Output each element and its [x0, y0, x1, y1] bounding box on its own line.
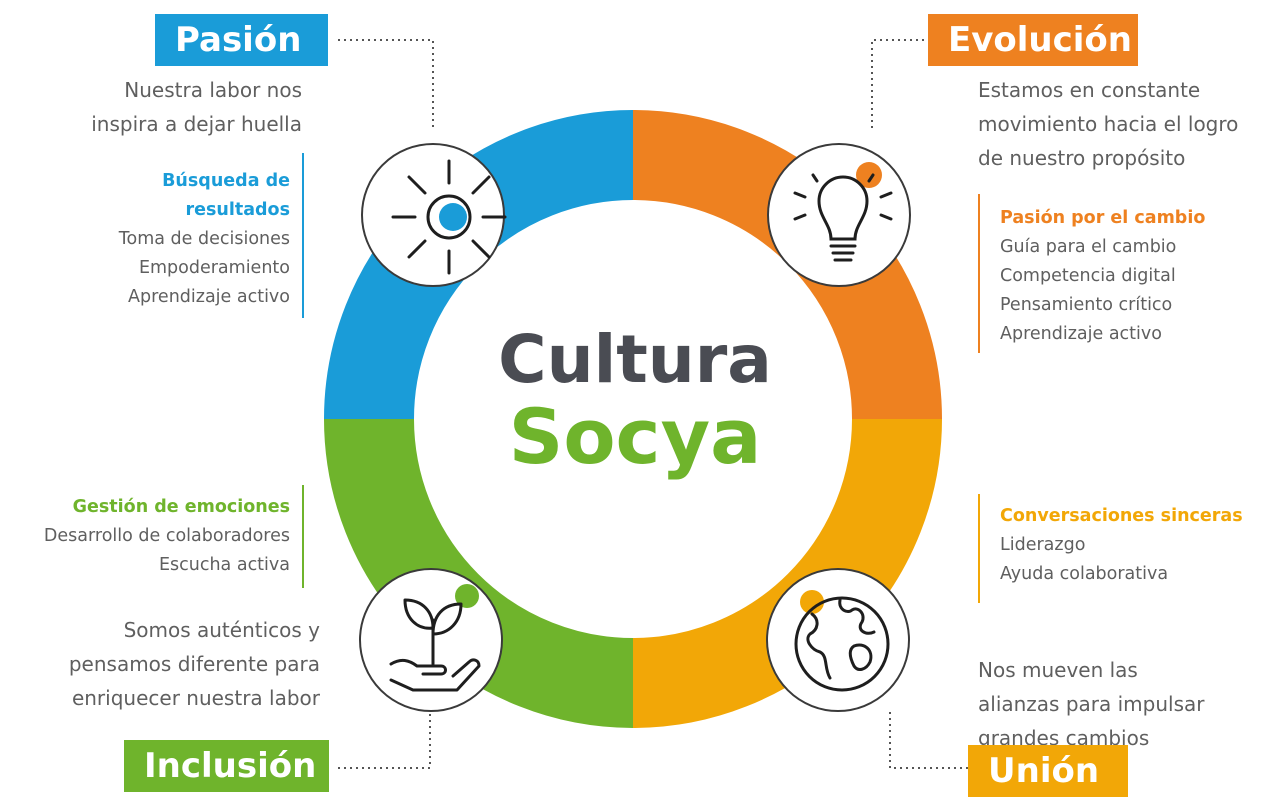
- inclusion-description-line: enriquecer nuestra labor: [71, 686, 320, 710]
- inclusion-group-head: Gestión de emociones: [72, 497, 290, 517]
- pasion-group-item: Empoderamiento: [138, 258, 290, 278]
- evolucion-group-head: Pasión por el cambio: [1000, 208, 1206, 228]
- evolucion-title-tag: Evolución: [928, 14, 1138, 66]
- connector-inclusion: [338, 712, 431, 769]
- inclusion-group-item: Desarrollo de colaboradores: [43, 526, 290, 546]
- union-description-line: alianzas para impulsar: [978, 692, 1205, 716]
- evolucion-group-item: Pensamiento crítico: [1000, 295, 1173, 315]
- center-title-socya: Socya: [508, 392, 762, 481]
- evolucion-description: Estamos en constante movimiento hacia el…: [978, 73, 1278, 175]
- union-title-tag: Unión: [968, 745, 1128, 797]
- union-group-item: Liderazgo: [1000, 535, 1086, 555]
- union-icon-circle: [766, 568, 910, 712]
- inclusion-icon-circle: [359, 568, 503, 712]
- center-title-cultura: Cultura: [498, 321, 772, 398]
- globe-icon: [794, 590, 890, 692]
- pasion-attribute-group: Búsqueda de resultados Toma de decisione…: [60, 153, 304, 318]
- connector-pasion: [338, 39, 434, 130]
- union-group-item: Ayuda colaborativa: [1000, 564, 1169, 584]
- connector-union: [889, 712, 968, 769]
- sun-icon: [391, 159, 507, 275]
- connector-evolucion: [871, 39, 930, 130]
- evolucion-description-line: de nuestro propósito: [978, 146, 1186, 170]
- lightbulb-icon: [793, 162, 893, 262]
- inclusion-description-line: pensamos diferente para: [68, 652, 320, 676]
- evolucion-description-line: movimiento hacia el logro: [978, 112, 1239, 136]
- inclusion-description: Somos auténticos y pensamos diferente pa…: [20, 613, 320, 715]
- pasion-group-item: Toma de decisiones: [118, 229, 290, 249]
- pasion-description-line: inspira a dejar huella: [91, 112, 302, 136]
- plant-in-hand-icon: [389, 584, 481, 692]
- evolucion-description-line: Estamos en constante: [978, 78, 1201, 102]
- inclusion-group-item: Escucha activa: [158, 555, 290, 575]
- pasion-group-head: resultados: [185, 200, 290, 220]
- pasion-group-item: Aprendizaje activo: [128, 287, 290, 307]
- union-description: Nos mueven las alianzas para impulsar gr…: [978, 653, 1278, 755]
- pasion-description-line: Nuestra labor nos: [124, 78, 302, 102]
- pasion-icon-circle: [361, 143, 507, 287]
- evolucion-group-item: Aprendizaje activo: [1000, 324, 1162, 344]
- inclusion-attribute-group: Gestión de emociones Desarrollo de colab…: [0, 485, 304, 588]
- union-description-line: Nos mueven las: [978, 658, 1138, 682]
- evolucion-attribute-group: Pasión por el cambio Guía para el cambio…: [978, 194, 1288, 353]
- inclusion-title-tag: Inclusión: [124, 740, 329, 792]
- evolucion-icon-circle: [767, 143, 911, 287]
- inclusion-description-line: Somos auténticos y: [123, 618, 320, 642]
- pasion-group-head: Búsqueda de: [162, 171, 290, 191]
- pasion-title-tag: Pasión: [155, 14, 328, 66]
- union-group-head: Conversaciones sinceras: [1000, 506, 1243, 526]
- evolucion-group-item: Competencia digital: [1000, 266, 1176, 286]
- union-attribute-group: Conversaciones sinceras Liderazgo Ayuda …: [978, 494, 1288, 603]
- pasion-description: Nuestra labor nos inspira a dejar huella: [60, 73, 302, 141]
- evolucion-group-item: Guía para el cambio: [1000, 237, 1177, 257]
